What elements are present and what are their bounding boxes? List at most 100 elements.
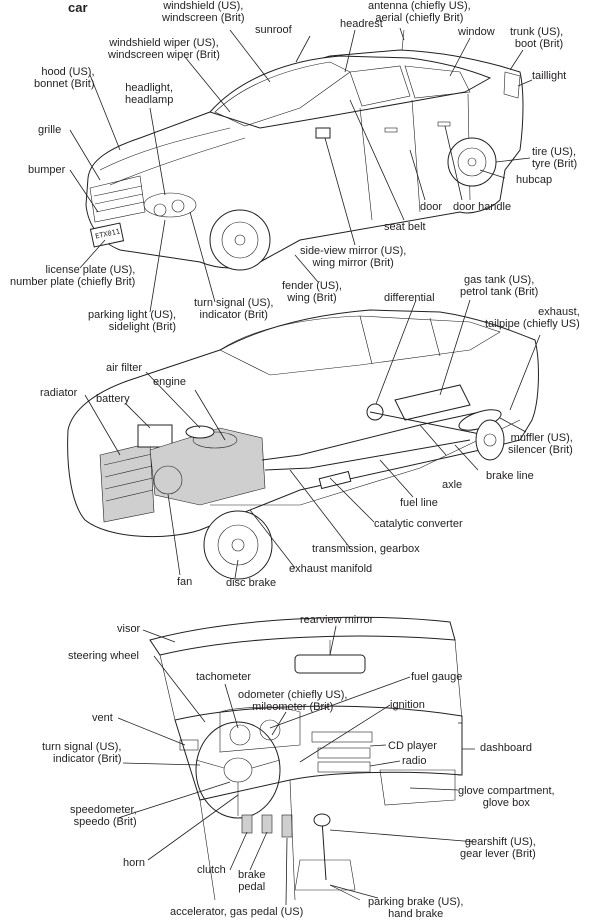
mechanical-car-drawing: [67, 309, 539, 580]
label-battery: battery: [96, 393, 130, 405]
label-fender: fender (US), wing (Brit): [282, 280, 342, 304]
label-turn-signal-interior: turn signal (US), indicator (Brit): [42, 741, 121, 765]
label-tire-line1: tire (US),: [532, 146, 576, 158]
label-engine: engine: [153, 376, 187, 388]
label-tachometer: tachometer: [196, 671, 252, 683]
label-fuel-line: fuel line: [400, 497, 438, 509]
label-headlight: headlight, headlamp: [125, 82, 173, 106]
label-cd-player: CD player: [388, 740, 437, 752]
label-window: window: [458, 26, 495, 38]
label-catalytic-converter: catalytic converter: [374, 518, 463, 530]
label-antenna-line1: antenna (chiefly US),: [368, 0, 471, 12]
label-radio: radio: [402, 755, 427, 767]
label-turn-signal-exterior-line2: indicator (Brit): [199, 309, 268, 321]
label-fender-line1: fender (US),: [282, 280, 342, 292]
label-sunroof: sunroof: [255, 24, 292, 36]
label-wiper-line1: windshield wiper (US),: [109, 37, 219, 49]
label-transmission: transmission, gearbox: [312, 543, 420, 555]
label-air-filter: air filter: [106, 362, 143, 374]
label-brake-line: brake line: [486, 470, 534, 482]
label-antenna: antenna (chiefly US), aerial (chiefly Br…: [368, 0, 471, 24]
label-parking-light: parking light (US), sidelight (Brit): [88, 309, 176, 333]
label-windshield: windshield (US), windscreen (Brit): [162, 0, 245, 24]
label-license-plate: license plate (US), number plate (chiefl…: [10, 264, 135, 288]
label-vent: vent: [92, 712, 113, 724]
label-trunk-line2: boot (Brit): [514, 38, 564, 50]
label-door: door: [420, 201, 443, 213]
label-parking-brake-line2: hand brake: [388, 908, 444, 920]
label-speedometer-line1: speedometer,: [70, 804, 137, 816]
label-turn-signal-interior-line2: indicator (Brit): [53, 753, 122, 765]
label-gearshift: gearshift (US), gear lever (Brit): [460, 836, 536, 860]
label-windshield-line2: windscreen (Brit): [162, 12, 245, 24]
label-hubcap: hubcap: [516, 174, 553, 186]
label-muffler-line2: silencer (Brit): [508, 444, 573, 456]
label-odometer: odometer (chiefly US), mileometer (Brit): [238, 689, 347, 713]
label-side-mirror-line1: side-view mirror (US),: [300, 245, 407, 257]
label-ignition: ignition: [390, 699, 425, 711]
label-license-plate-line2: number plate (chiefly Brit): [10, 276, 136, 288]
label-fuel-gauge: fuel gauge: [411, 671, 463, 683]
label-disc-brake: disc brake: [226, 577, 277, 589]
interior-dashboard-drawing: [149, 616, 463, 901]
label-license-plate-line1: license plate (US),: [45, 264, 136, 276]
label-headlight-line1: headlight,: [125, 82, 174, 94]
label-dashboard: dashboard: [480, 742, 532, 754]
label-odometer-line2: mileometer (Brit): [252, 701, 334, 713]
diagram-title: car: [68, 0, 88, 15]
label-parking-brake: parking brake (US), hand brake: [368, 896, 463, 920]
label-fender-line2: wing (Brit): [287, 292, 337, 304]
label-axle: axle: [442, 479, 463, 491]
label-gearshift-line2: gear lever (Brit): [460, 848, 536, 860]
label-exhaust-line1: exhaust,: [538, 306, 580, 318]
label-rearview-mirror: rearview mirror: [300, 614, 374, 626]
label-steering-wheel: steering wheel: [68, 650, 139, 662]
label-hood-line1: hood (US),: [41, 66, 95, 78]
label-side-mirror: side-view mirror (US), wing mirror (Brit…: [300, 245, 406, 269]
label-visor: visor: [117, 623, 141, 635]
label-headlight-line2: headlamp: [125, 94, 174, 106]
label-taillight: taillight: [532, 70, 567, 82]
label-wiper: windshield wiper (US), windscreen wiper …: [108, 37, 220, 61]
label-turn-signal-exterior: turn signal (US), indicator (Brit): [194, 297, 273, 321]
label-brake-pedal-line2: pedal: [238, 881, 266, 893]
label-brake-pedal: brake pedal: [238, 869, 266, 893]
label-door-handle: door handle: [453, 201, 512, 213]
leader-lines: [69, 27, 541, 906]
label-parking-brake-line1: parking brake (US),: [368, 896, 464, 908]
label-horn: horn: [123, 857, 146, 869]
label-odometer-line1: odometer (chiefly US),: [238, 689, 348, 701]
label-exhaust-manifold: exhaust manifold: [289, 563, 373, 575]
label-trunk: trunk (US), boot (Brit): [510, 26, 563, 50]
label-antenna-line2: aerial (chiefly Brit): [375, 12, 464, 24]
label-fan: fan: [177, 576, 193, 588]
label-speedometer: speedometer, speedo (Brit): [70, 804, 137, 828]
label-gas-tank-line2: petrol tank (Brit): [460, 286, 539, 298]
label-exhaust: exhaust, tailpipe (chiefly US): [485, 306, 580, 330]
label-side-mirror-line2: wing mirror (Brit): [312, 257, 394, 269]
exterior-car-drawing: [85, 29, 524, 271]
label-parking-light-line1: parking light (US),: [88, 309, 177, 321]
label-glove-box-line1: glove compartment,: [458, 785, 555, 797]
label-glove-box: glove compartment, glove box: [458, 785, 555, 809]
label-turn-signal-interior-line1: turn signal (US),: [42, 741, 122, 753]
label-muffler-line1: muffler (US),: [510, 432, 573, 444]
label-turn-signal-exterior-line1: turn signal (US),: [194, 297, 274, 309]
label-gas-tank-line1: gas tank (US),: [463, 274, 535, 286]
label-differential: differential: [384, 292, 435, 304]
label-grille: grille: [38, 124, 62, 136]
label-hood-line2: bonnet (Brit): [34, 78, 95, 90]
label-parking-light-line2: sidelight (Brit): [108, 321, 177, 333]
label-seat-belt: seat belt: [384, 221, 426, 233]
label-headrest: headrest: [340, 18, 383, 30]
label-clutch: clutch: [197, 864, 226, 876]
label-muffler: muffler (US), silencer (Brit): [508, 432, 573, 456]
label-accelerator: accelerator, gas pedal (US): [170, 906, 304, 918]
label-windshield-line1: windshield (US),: [163, 0, 244, 12]
label-wiper-line2: windscreen wiper (Brit): [108, 49, 220, 61]
label-speedometer-line2: speedo (Brit): [73, 816, 137, 828]
label-trunk-line1: trunk (US),: [510, 26, 564, 38]
label-tire: tire (US), tyre (Brit): [532, 146, 577, 170]
label-glove-box-line2: glove box: [482, 797, 530, 809]
